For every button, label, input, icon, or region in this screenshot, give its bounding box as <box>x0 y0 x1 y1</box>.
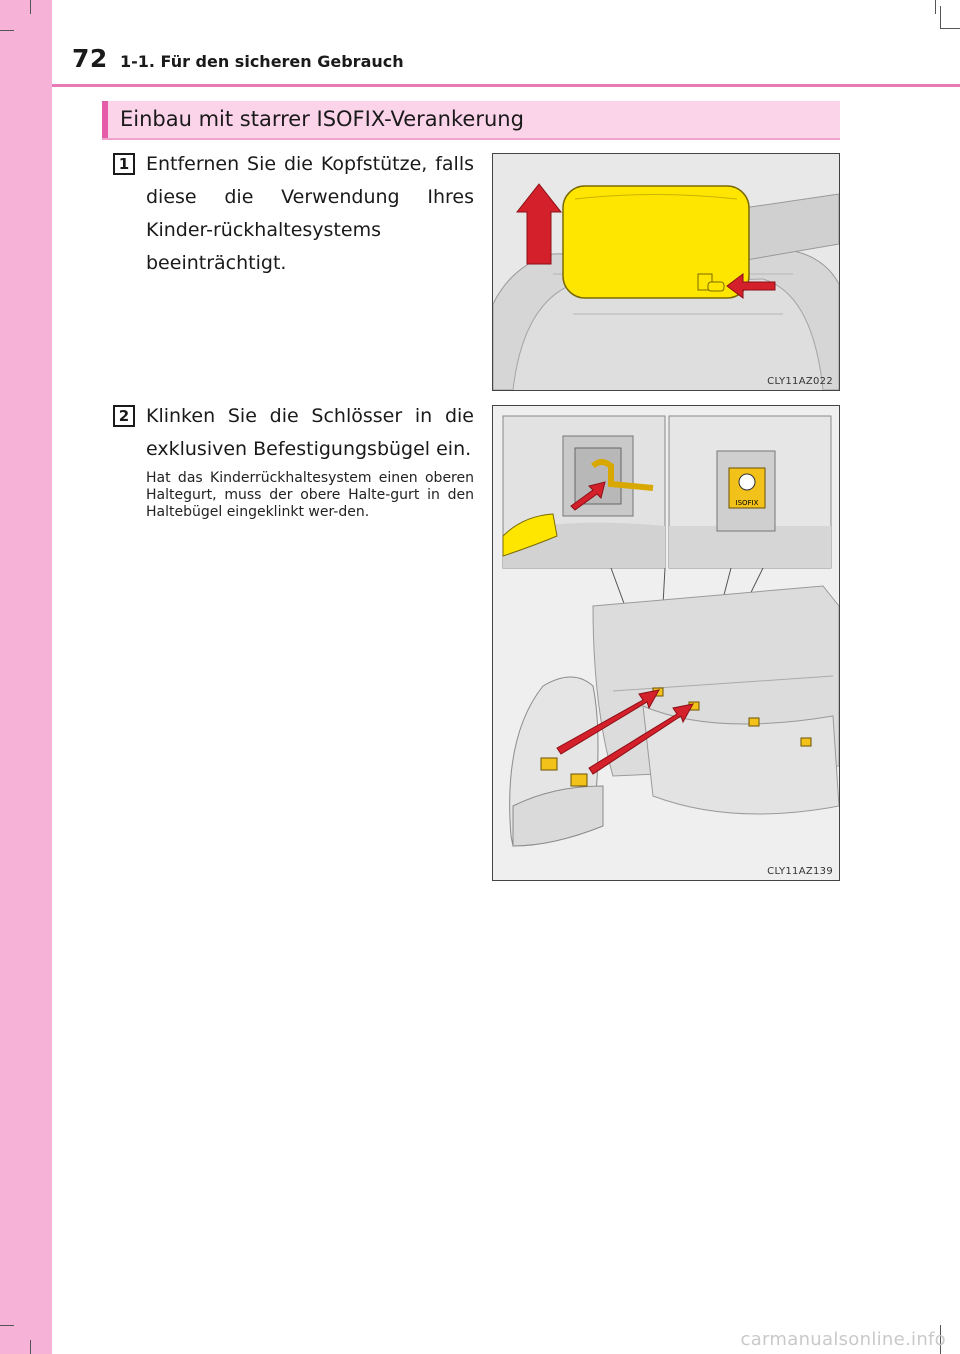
crop-mark <box>940 28 960 29</box>
crop-mark <box>935 0 936 14</box>
step-2-text: Klinken Sie die Schlösser in die exklusi… <box>146 405 474 460</box>
step-number-1: 1 <box>113 153 135 175</box>
banner-title: Einbau mit starrer ISOFIX-Verankerung <box>120 107 524 131</box>
banner-accent-bar <box>102 101 108 138</box>
crop-mark <box>940 6 941 28</box>
figure-code: CLY11AZ139 <box>767 866 833 877</box>
isofix-badge-label: ISOFIX <box>736 499 759 507</box>
section-title: 1-1. Für den sicheren Gebrauch <box>120 52 404 71</box>
watermark: carmanualsonline.info <box>740 1329 946 1350</box>
crop-mark <box>0 30 14 31</box>
crop-mark <box>0 1325 14 1326</box>
headrest-illustration <box>493 154 839 390</box>
crop-mark <box>30 0 31 14</box>
figure-code: CLY11AZ022 <box>767 376 833 387</box>
step-1-text: Entfernen Sie die Kopfstütze, falls dies… <box>146 153 474 274</box>
isofix-illustration: ISOFIX <box>493 406 839 880</box>
page-number: 72 <box>72 44 108 73</box>
side-tab-strip <box>0 0 52 1354</box>
step-number-2: 2 <box>113 405 135 427</box>
header-rule <box>52 84 960 87</box>
crop-mark <box>940 1325 941 1354</box>
crop-mark <box>30 1340 31 1354</box>
figure-headrest-removal: CLY11AZ022 <box>492 153 840 391</box>
figure-isofix-install: ISOFIX CLY11AZ139 <box>492 405 840 881</box>
step-2-note: Hat das Kinderrückhaltesystem einen ober… <box>146 470 474 520</box>
section-banner: Einbau mit starrer ISOFIX-Verankerung <box>102 101 840 140</box>
